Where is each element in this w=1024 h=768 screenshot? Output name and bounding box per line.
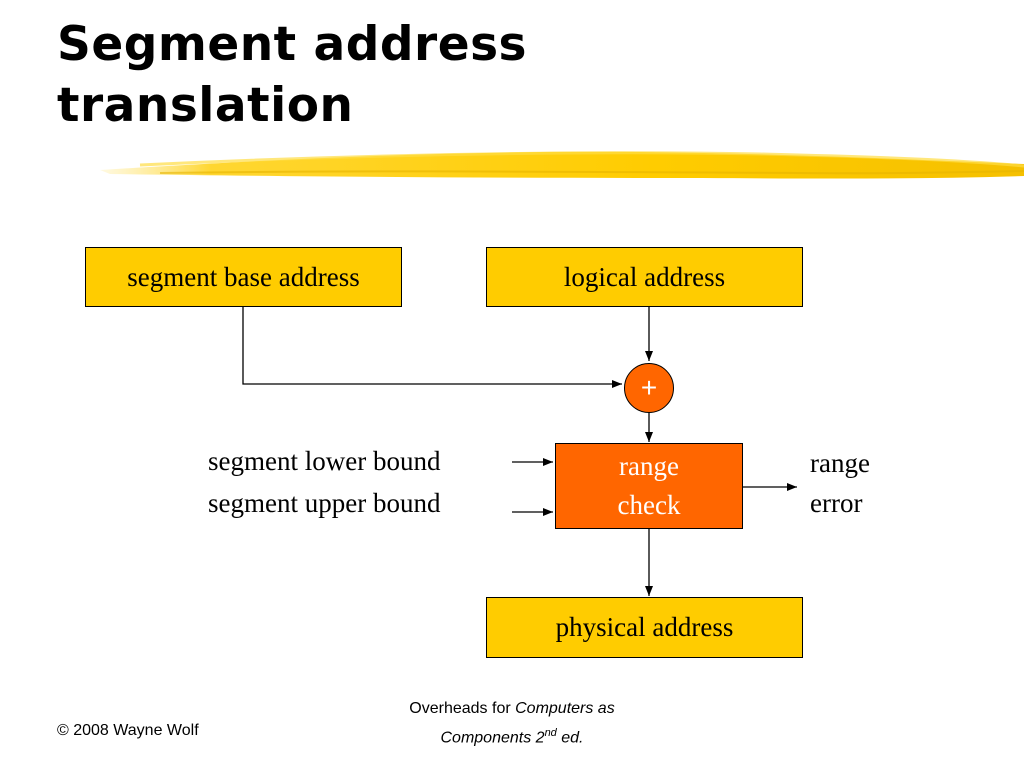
segment-base-address-label: segment base address xyxy=(127,261,360,292)
range-check-label-line-2: check xyxy=(617,490,681,520)
footer-overheads: Overheads for Computers as Components 2n… xyxy=(362,697,662,750)
title-underline-brushstroke xyxy=(100,151,1024,179)
footer-overheads-prefix: Overheads for xyxy=(409,700,516,717)
footer-edition-superscript: nd xyxy=(544,727,557,739)
range-error-label: range error xyxy=(810,443,870,523)
adder-plus-symbol: + xyxy=(640,372,658,403)
logical-address-label: logical address xyxy=(563,261,726,292)
segment-base-address-box: segment base address xyxy=(85,247,402,307)
footer-edition-suffix: ed. xyxy=(556,729,584,747)
slide-title: Segment address translation xyxy=(57,14,757,136)
footer-copyright: © 2008 Wayne Wolf xyxy=(57,722,199,739)
segment-lower-bound-label: segment lower bound xyxy=(208,446,441,476)
physical-address-box: physical address xyxy=(486,597,803,658)
segment-upper-bound-label: segment upper bound xyxy=(208,488,441,518)
range-check-label-line-1: range xyxy=(619,451,679,481)
range-error-line-1: range xyxy=(810,448,870,478)
title-line-1: Segment address xyxy=(57,17,528,72)
footer-book-title-part1: Computers as xyxy=(515,700,615,717)
logical-address-box: logical address xyxy=(486,247,803,307)
title-line-2: translation xyxy=(57,78,354,133)
footer-book-title-part2: Components 2 xyxy=(440,729,545,747)
physical-address-label: physical address xyxy=(555,612,734,642)
base-to-adder-connector xyxy=(242,307,622,388)
range-check-box: range check xyxy=(555,443,743,529)
range-error-line-2: error xyxy=(810,488,863,518)
adder-node: + xyxy=(624,363,674,413)
